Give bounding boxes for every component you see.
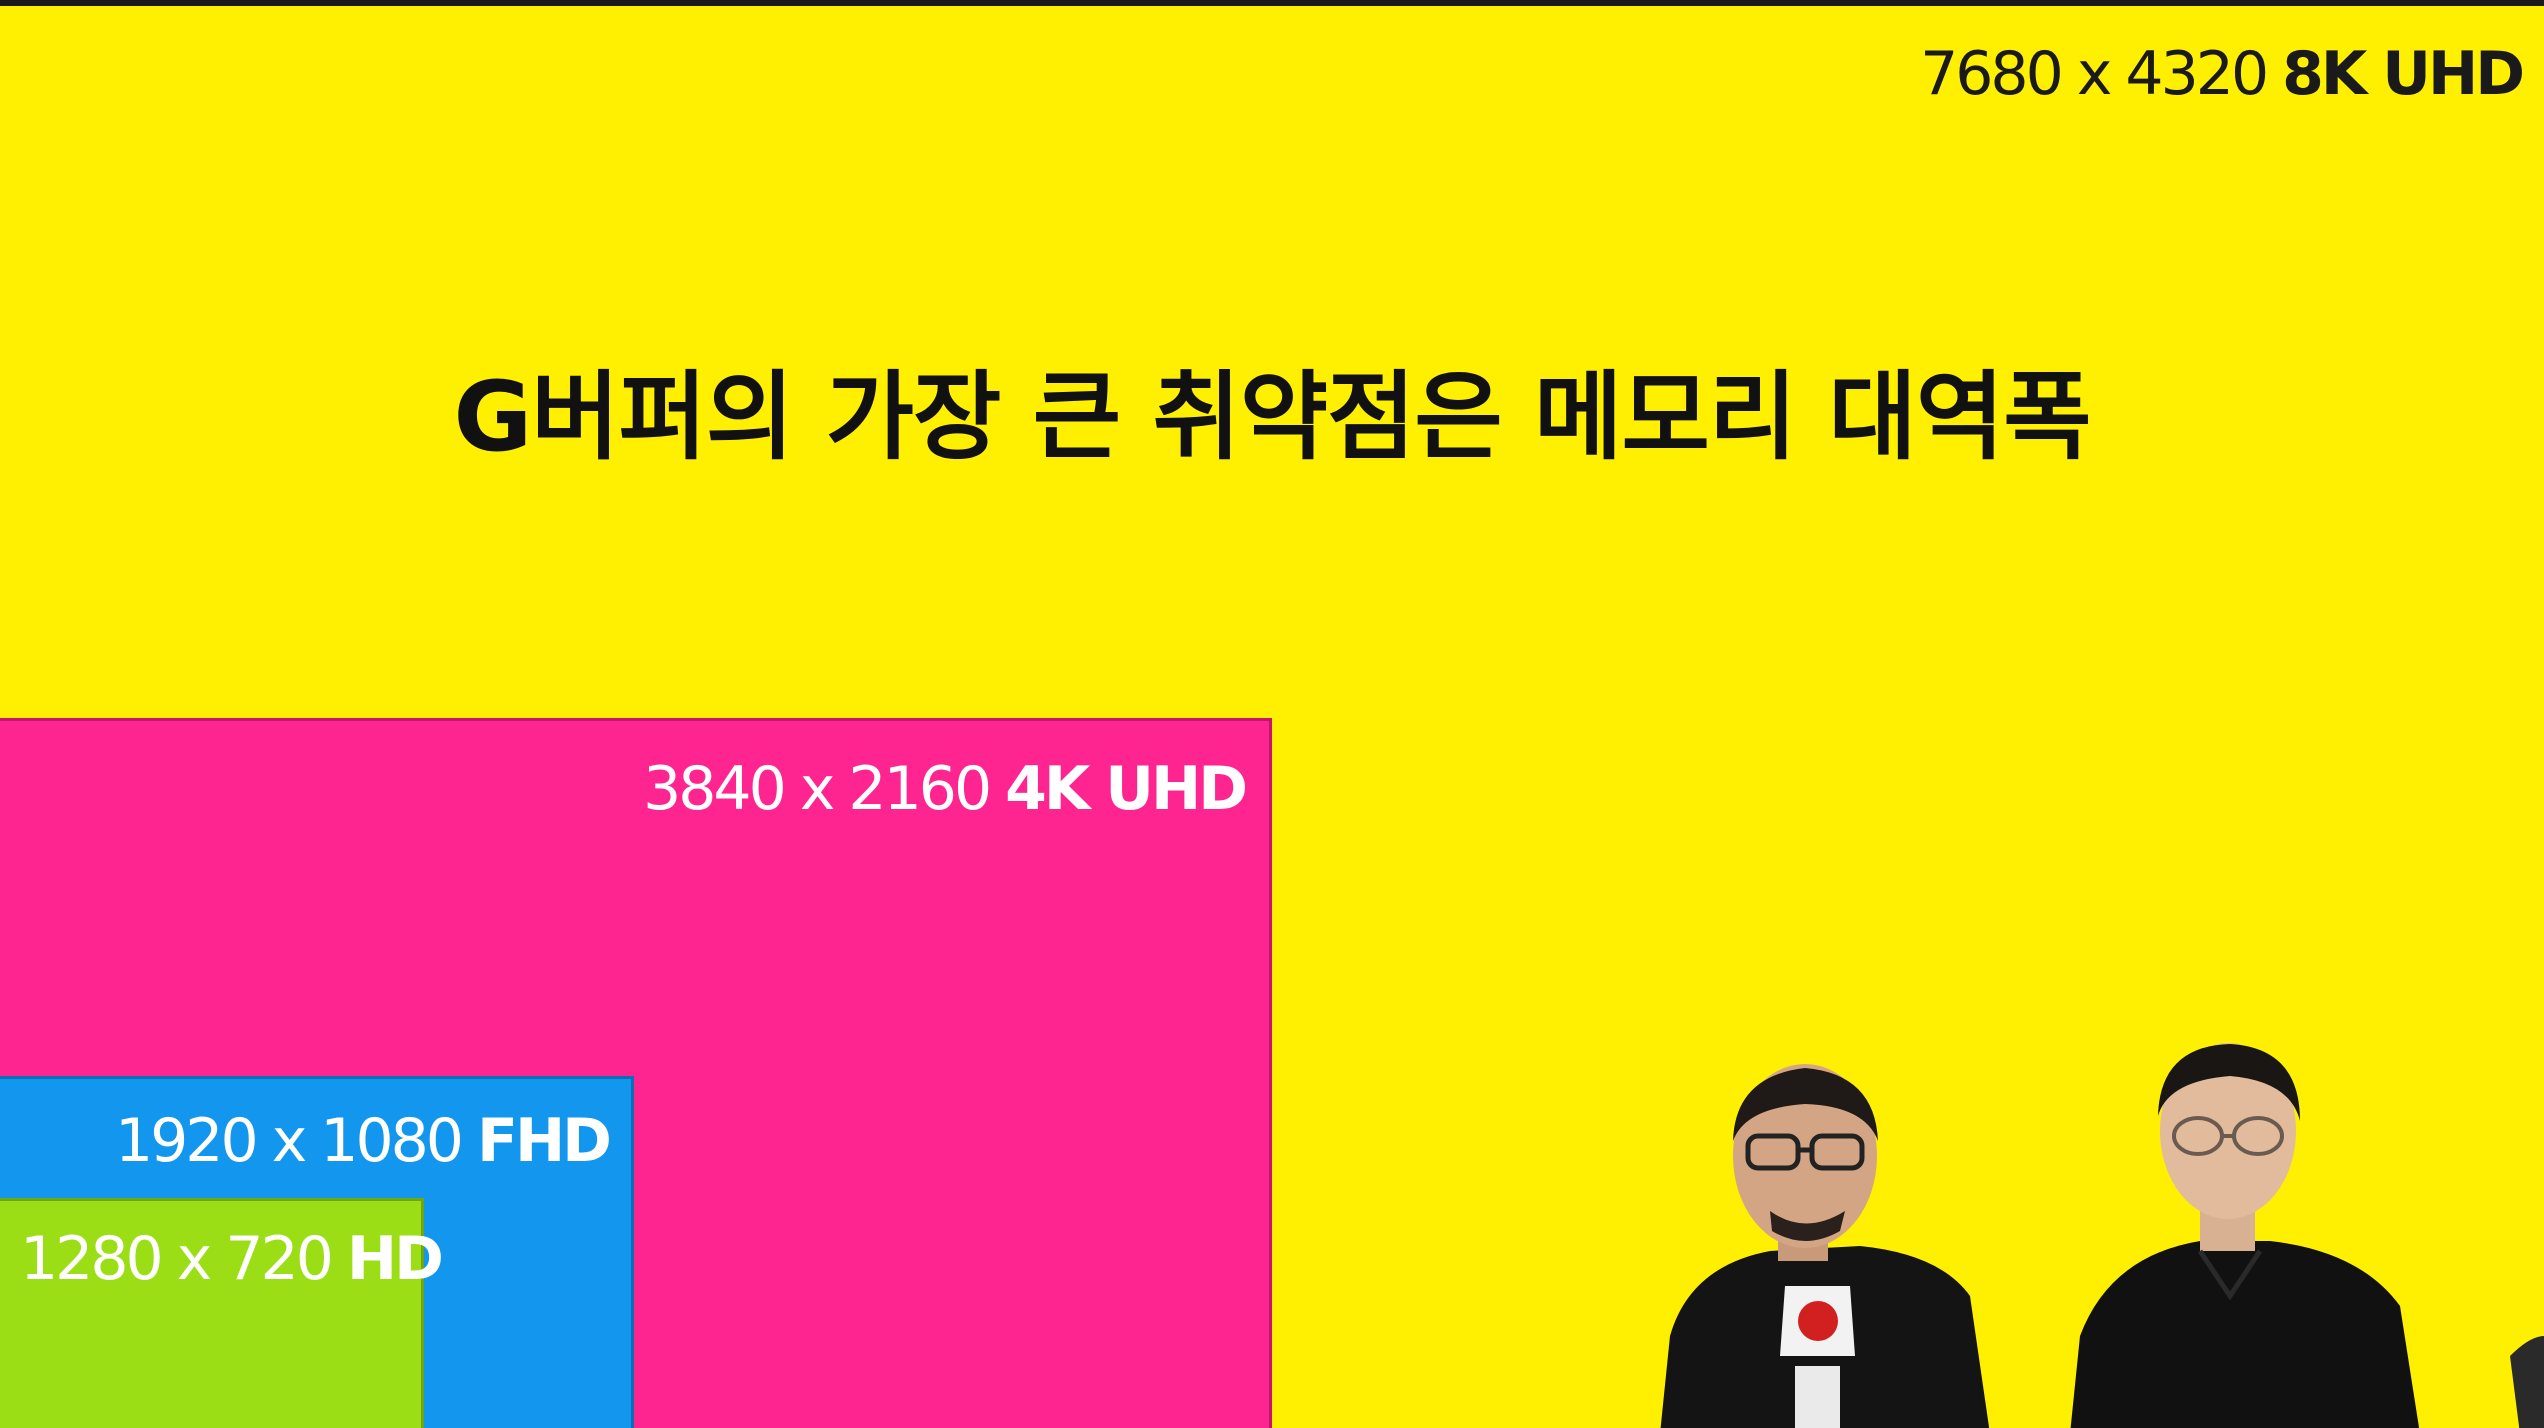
presenter-left (1660, 1064, 1990, 1428)
chair-edge (2510, 1336, 2544, 1428)
resolution-name-8k: 8K UHD (2282, 39, 2525, 109)
presenter-right (2070, 1043, 2420, 1428)
presenters-webcam-overlay (1640, 1036, 2544, 1428)
presenters-illustration (1660, 1043, 2544, 1428)
slide-title: G버퍼의 가장 큰 취약점은 메모리 대역폭 (453, 361, 2091, 473)
resolution-dims-4k: 3840 x 2160 (643, 754, 992, 824)
resolution-dims-fhd: 1920 x 1080 (114, 1106, 464, 1176)
resolution-name-hd: HD (346, 1224, 444, 1294)
resolution-name-fhd: FHD (476, 1106, 612, 1176)
resolution-name-4k: 4K UHD (1005, 754, 1248, 824)
resolution-dims-8k: 7680 x 4320 (1920, 39, 2269, 109)
resolution-dims-hd: 1280 x 720 (20, 1224, 334, 1294)
